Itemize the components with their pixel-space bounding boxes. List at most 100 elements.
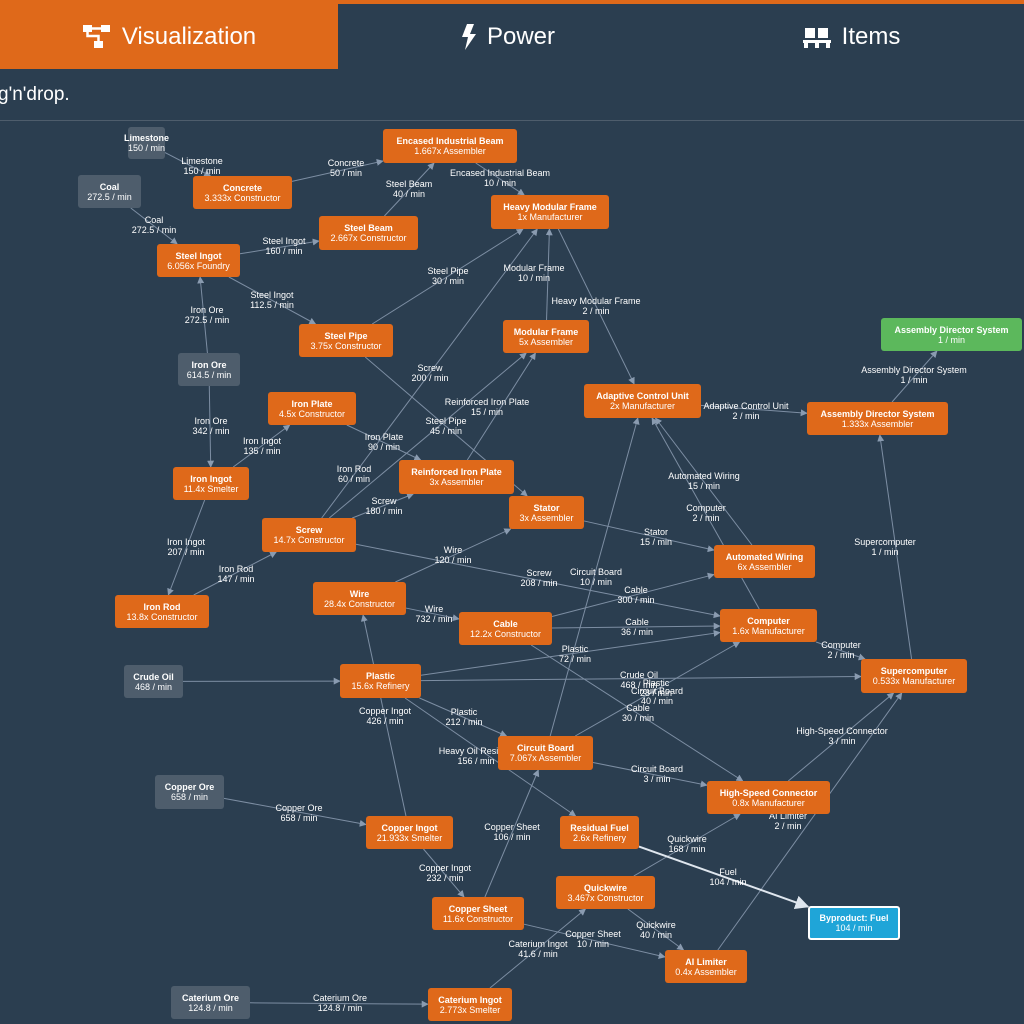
edge-item: Limestone xyxy=(181,156,223,166)
node-subtitle: 11.4x Smelter xyxy=(183,483,239,494)
node-title: Copper Sheet xyxy=(448,903,508,914)
graph-edge xyxy=(475,162,525,196)
edge-item: Fuel xyxy=(719,867,737,877)
node-subtitle: 0.4x Assembler xyxy=(675,966,737,977)
tab-visualization[interactable]: Visualization xyxy=(0,4,338,69)
graph-edge xyxy=(249,1000,429,1008)
graph-edge xyxy=(423,848,465,898)
edge-item: Wire xyxy=(424,604,444,614)
edge-item: Caterium Ingot xyxy=(508,939,568,949)
edge-item: AI Limiter xyxy=(768,811,808,821)
node-title: Steel Beam xyxy=(344,223,393,233)
graph-edge xyxy=(346,424,422,461)
graph-edge xyxy=(352,493,414,519)
edge-item: Coal xyxy=(144,215,164,225)
edge-rate: 124.8 / min xyxy=(317,1003,363,1013)
graph-edge xyxy=(239,238,320,255)
edge-rate: 342 / min xyxy=(192,426,230,436)
edge-rate: 3 / min xyxy=(828,736,856,746)
node-subtitle: 2.773x Smelter xyxy=(439,1004,501,1015)
node-title: Automated Wiring xyxy=(725,551,804,562)
edge-item: Copper Ingot xyxy=(418,863,472,873)
edge-rate: 2 / min xyxy=(582,306,610,316)
node-subtitle: 6.056x Foundry xyxy=(167,260,230,271)
graph-edge xyxy=(223,797,367,827)
graph-edge xyxy=(207,385,215,468)
pallet-icon xyxy=(802,27,831,48)
graph-edge xyxy=(638,845,810,910)
tab-items[interactable]: Items xyxy=(678,4,1024,69)
edge-item: Iron Rod xyxy=(336,464,372,474)
tab-label: Visualization xyxy=(121,22,257,50)
edge-item: Screw xyxy=(371,496,397,506)
graph-edge xyxy=(877,434,913,660)
node-title: Iron Plate xyxy=(291,398,333,409)
edge-item: Steel Ingot xyxy=(262,236,306,246)
graph-edge xyxy=(815,641,866,661)
edge-item: Computer xyxy=(821,640,861,650)
edge-rate: 10 / min xyxy=(517,273,550,283)
graph-edge xyxy=(592,761,708,788)
node-subtitle: 11.6x Constructor xyxy=(442,913,514,924)
graph-edge xyxy=(419,697,508,737)
edge-item: Assembly Director System xyxy=(861,365,967,375)
tab-power[interactable]: Power xyxy=(338,4,678,69)
node-title: Quickwire xyxy=(583,882,628,893)
edge-item: Steel Pipe xyxy=(425,416,467,426)
node-subtitle: 658 / min xyxy=(170,792,209,802)
